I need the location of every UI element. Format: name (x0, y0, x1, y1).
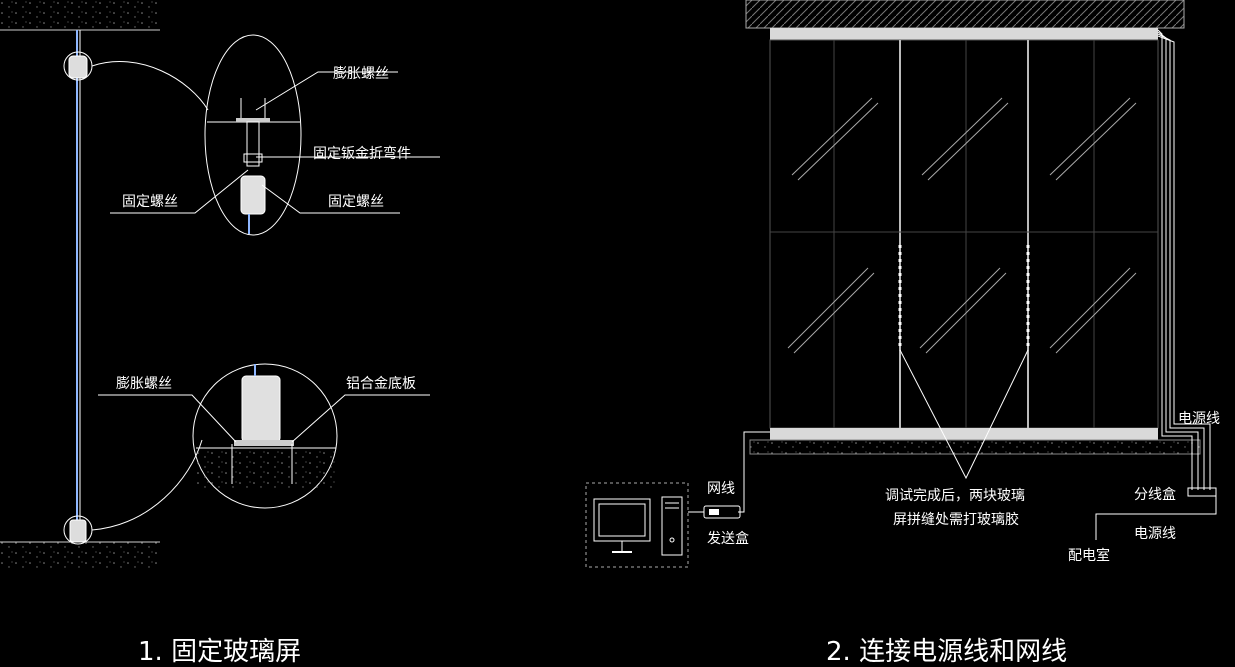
ceiling-hatch (745, 0, 1185, 29)
label-sender-box: 发送盒 (707, 530, 749, 547)
note-line-2: 屏拼缝处需打玻璃胶 (893, 511, 1019, 528)
bottom-bracket-small (69, 519, 87, 543)
top-bracket-small (68, 55, 88, 79)
label-junction-box: 分线盒 (1134, 486, 1176, 503)
top-detail-ellipse (204, 34, 302, 236)
pc-tower-icon (661, 496, 683, 556)
label-power-cable-bottom: 电源线 (1134, 526, 1176, 542)
top-clamp (240, 175, 266, 215)
label-sheet-metal-bracket: 固定钣金折弯件 (313, 145, 411, 162)
label-network-cable: 网线 (707, 481, 735, 497)
glass-wall (769, 39, 1159, 429)
floor-band (749, 439, 1201, 455)
top-rail (770, 28, 1158, 40)
label-aluminum-base-plate: 铝合金底板 (346, 376, 416, 392)
note-line-1: 调试完成后，两块玻璃 (885, 487, 1025, 504)
label-expansion-screw-top: 膨胀螺丝 (333, 65, 389, 82)
label-power-cable-top: 电源线 (1178, 411, 1220, 427)
bottom-rail (770, 428, 1158, 440)
label-expansion-screw-bottom: 膨胀螺丝 (116, 375, 172, 392)
bottom-clamp (241, 375, 281, 443)
ceiling-slab (0, 0, 160, 30)
right-labels: 电源线 分线盒 电源线 配电室 网线 发送盒 调试完成后，两块玻璃 屏拼缝处需打… (707, 411, 1220, 667)
label-fix-screw-right: 固定螺丝 (328, 194, 384, 210)
sheet-metal-bracket (246, 121, 260, 167)
floor-slab (0, 542, 160, 568)
caption-right: 2. 连接电源线和网线 (826, 637, 1067, 667)
bottom-detail-circle (192, 363, 338, 509)
computer-frame (585, 482, 689, 568)
left-fixing-diagram (0, 0, 440, 568)
label-distribution-room: 配电室 (1068, 547, 1110, 564)
monitor-icon (593, 498, 651, 542)
label-fix-screw-left: 固定螺丝 (122, 194, 178, 210)
right-wiring-diagram (585, 0, 1217, 568)
left-labels: 膨胀螺丝 固定钣金折弯件 固定螺丝 固定螺丝 膨胀螺丝 铝合金底板 1. 固定玻… (116, 65, 416, 667)
caption-left: 1. 固定玻璃屏 (138, 637, 301, 667)
